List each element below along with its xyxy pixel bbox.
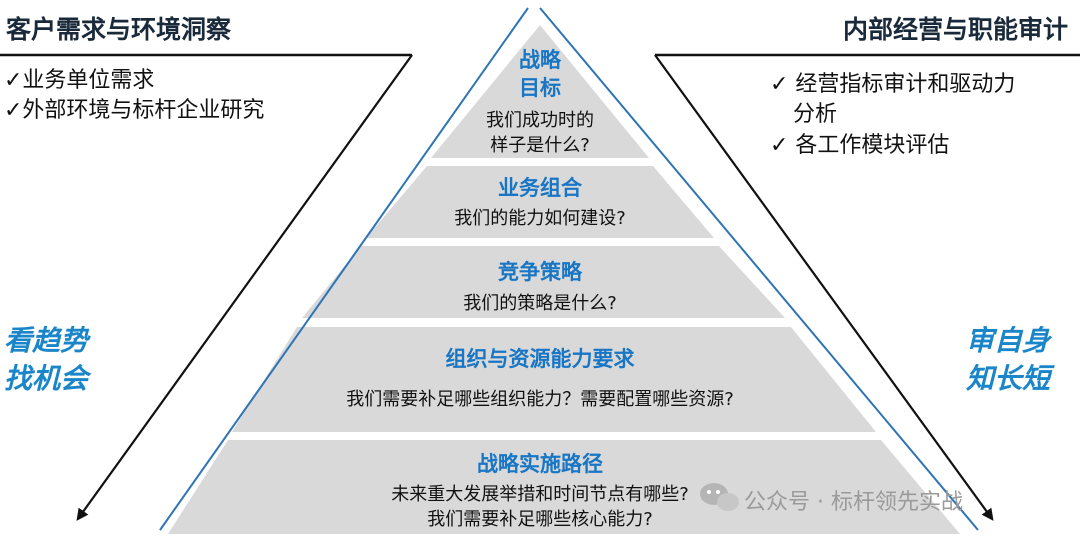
right-panel-heading: 内部经营与职能审计: [842, 15, 1068, 44]
layer-1-title-line-2: 目标: [519, 76, 561, 100]
wechat-icon: [700, 483, 739, 511]
layer-3-question: 我们的策略是什么?: [463, 293, 617, 314]
left-bullet-2: ✓外部环境与标杆企业研究: [4, 98, 265, 123]
left-slogan-line-2: 找机会: [4, 362, 89, 395]
right-bullet-2: ✓ 各工作模块评估: [770, 133, 950, 158]
layer-1-question: 我们成功时的 样子是什么?: [440, 108, 640, 158]
right-bullet-1: ✓ 经营指标审计和驱动力: [770, 72, 1016, 97]
pyramid-layer-1: [431, 25, 649, 158]
layer-1-title-line-1: 战略: [519, 48, 561, 72]
right-slogan-line-1: 审自身: [965, 324, 1050, 357]
right-diagonal-arrow: [654, 54, 994, 521]
layer-5-question-line-2: 我们需要补足哪些核心能力?: [427, 509, 653, 530]
pyramid-layer-4: [232, 327, 876, 432]
left-slogan: 看趋势 找机会: [4, 322, 88, 398]
pyramid-layer-2: [366, 166, 714, 238]
watermark-text: 公众号 · 标杆领先实战: [744, 490, 963, 515]
left-slogan-line-1: 看趋势: [4, 324, 89, 357]
layer-2-question: 我们的能力如何建设?: [454, 208, 626, 229]
layer-1-question-line-1: 我们成功时的: [486, 110, 594, 131]
left-panel-heading: 客户需求与环境洞察: [6, 15, 232, 44]
layer-5-title: 战略实施路径: [477, 452, 603, 476]
layer-1-question-line-2: 样子是什么?: [490, 135, 590, 156]
right-slogan: 审自身 知长短: [966, 322, 1050, 398]
layer-2-title: 业务组合: [498, 176, 582, 200]
pyramid-left-accent-line: [159, 7, 529, 531]
layer-5-question: 未来重大发展举措和时间节点有哪些? 我们需要补足哪些核心能力?: [290, 482, 790, 532]
pyramid-layer-5: [168, 440, 960, 534]
left-diagonal-arrow: [76, 54, 413, 521]
layer-1-title: 战略 目标: [470, 46, 610, 102]
pyramid-layer-3: [302, 246, 785, 318]
layer-5-question-line-1: 未来重大发展举措和时间节点有哪些?: [391, 484, 689, 505]
layer-4-title: 组织与资源能力要求: [445, 347, 635, 371]
left-bullet-1: ✓业务单位需求: [4, 68, 155, 93]
layer-3-title: 竞争策略: [498, 260, 582, 284]
right-bullet-1-cont: 分析: [793, 102, 838, 127]
layer-4-question: 我们需要补足哪些组织能力？需要配置哪些资源?: [346, 389, 734, 410]
pyramid-right-accent-line: [539, 7, 979, 531]
right-slogan-line-2: 知长短: [965, 362, 1050, 395]
